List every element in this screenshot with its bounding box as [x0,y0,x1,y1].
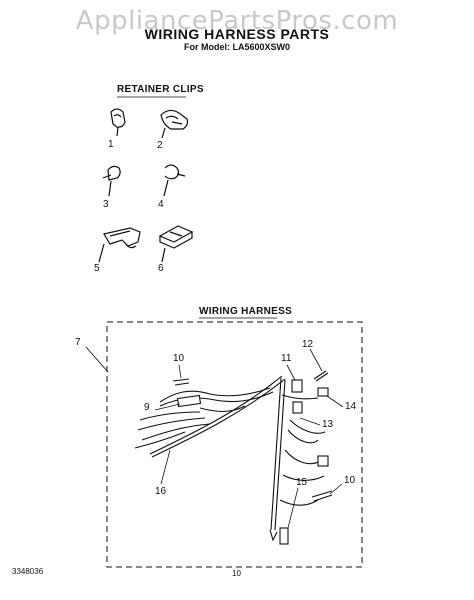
callout-14: 14 [345,401,357,412]
retainer-clip-4 [163,164,186,197]
callout-10-bottom: 10 [344,475,356,486]
callout-4: 4 [158,199,164,210]
page-number: 10 [232,569,241,578]
harness-wires [134,375,326,542]
wiring-harness-title: WIRING HARNESS [199,306,293,317]
callout-7: 7 [75,337,81,348]
callout-1: 1 [108,139,114,150]
callout-2: 2 [157,140,163,151]
document-number: 3348036 [12,567,44,576]
retainer-clip-1 [110,108,126,137]
retainer-clip-3 [102,165,121,197]
callout-12: 12 [302,339,314,350]
retainer-clip-5 [98,227,141,263]
retainer-clips-title: RETAINER CLIPS [117,84,204,95]
callout-5: 5 [94,263,100,274]
terminal-parts [172,370,333,502]
callout-9: 9 [144,402,150,413]
harness-connectors [176,379,329,545]
retainer-clip-2 [160,109,189,139]
callout-15: 15 [296,477,308,488]
leader-7 [85,346,109,373]
callout-13: 13 [322,419,334,430]
callout-10-top: 10 [173,353,185,364]
model-line: For Model: LA5600XSW0 [183,42,291,52]
callout-3: 3 [103,199,109,210]
callout-6: 6 [158,263,164,274]
callout-16: 16 [155,486,167,497]
watermark: AppliancePartsPros.com [75,6,399,36]
callout-leaders [154,348,344,529]
harness-frame [106,321,363,568]
callout-11: 11 [281,353,292,364]
retainer-clip-6 [158,225,194,263]
page-title: WIRING HARNESS PARTS [144,26,330,42]
